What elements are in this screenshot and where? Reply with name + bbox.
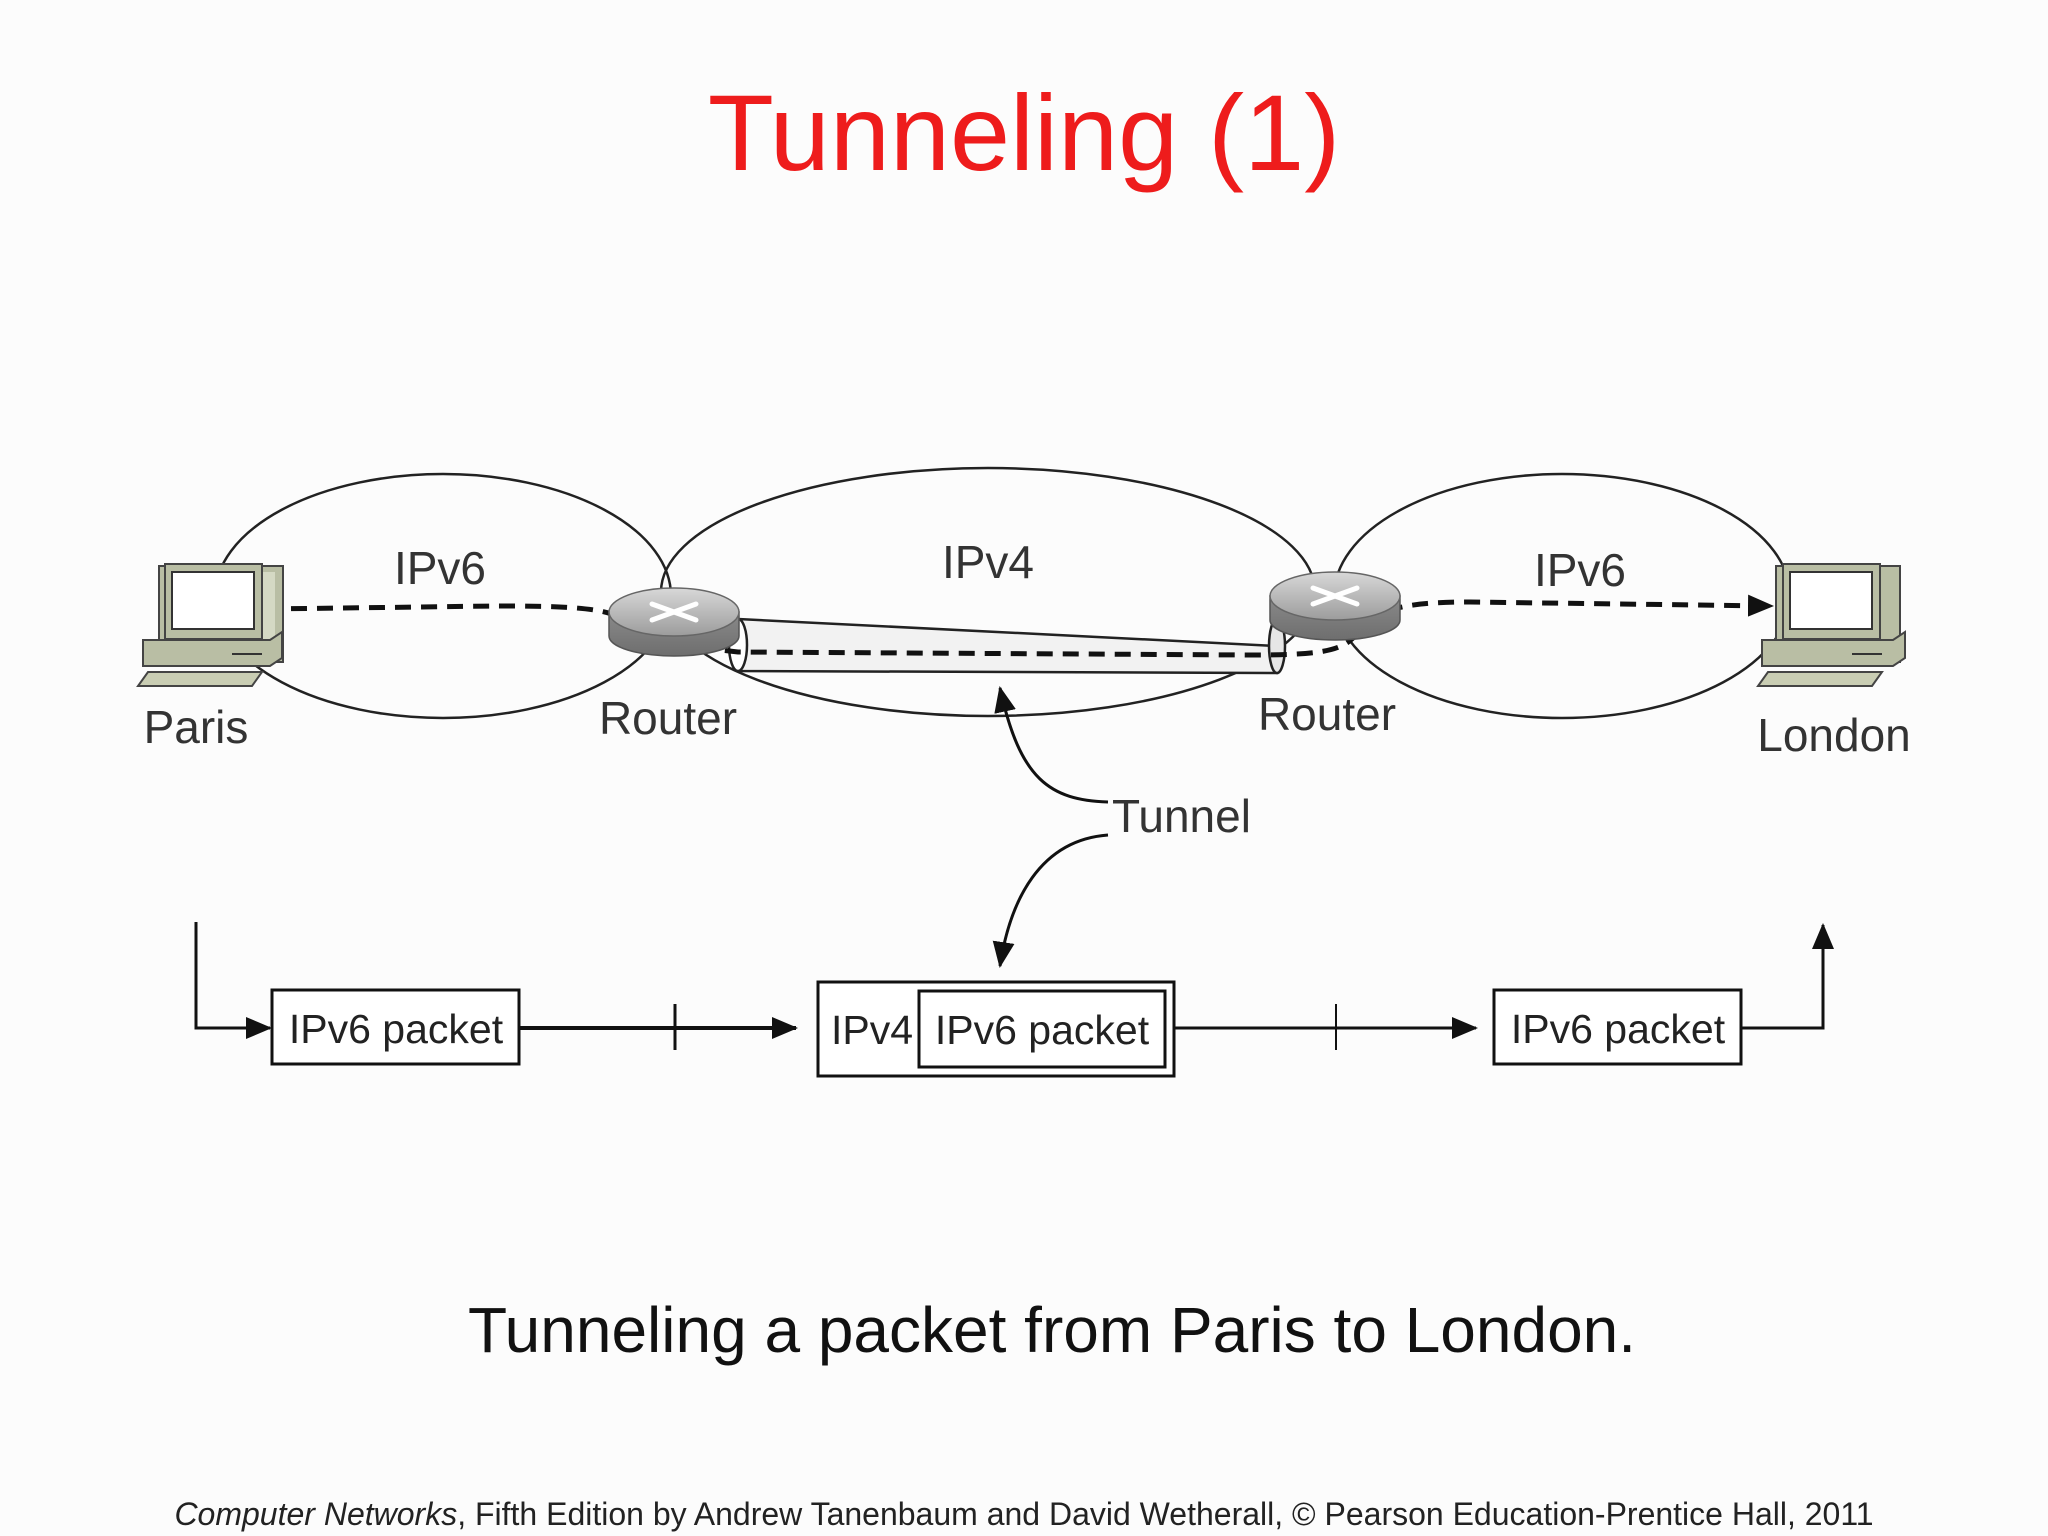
ipv6-network-right	[1332, 472, 1792, 720]
figure-caption: Tunneling a packet from Paris to London.	[467, 1294, 1637, 1366]
router-label-right: Router	[1258, 688, 1396, 740]
packet-box-inner	[917, 989, 1167, 1069]
router-right-icon	[1269, 571, 1401, 641]
packet-label-ipv4-header: IPv4	[831, 1007, 913, 1053]
network-label-middle: IPv4	[942, 536, 1034, 588]
ipv4-network	[659, 466, 1317, 718]
tunnel-pipe	[727, 617, 1287, 675]
packet-path	[264, 594, 1774, 658]
flow-exit-arrow	[1741, 923, 1834, 1030]
citation-text: , Fifth Edition by Andrew Tanenbaum and …	[457, 1496, 1874, 1532]
router-left-icon	[608, 587, 740, 657]
london-computer-icon	[1756, 563, 1906, 687]
flow-entry-arrow	[194, 922, 272, 1039]
router-label-left: Router	[599, 692, 737, 744]
tunnel-callout-arrow-down	[992, 833, 1109, 968]
packet-label-first: IPv6 packet	[289, 1006, 504, 1052]
packet-box-last	[1492, 988, 1743, 1066]
packet-box-first	[270, 988, 521, 1066]
paris-computer-icon	[136, 563, 284, 687]
citation-footer: Computer Networks, Fifth Edition by Andr…	[0, 1494, 2048, 1534]
host-label-london: London	[1757, 709, 1911, 761]
slide-title: Tunneling (1)	[707, 72, 1341, 193]
packet-label-last: IPv6 packet	[1511, 1006, 1726, 1052]
tunnel-callout-arrow-up	[994, 686, 1109, 804]
host-label-paris: Paris	[144, 701, 249, 753]
book-title: Computer Networks	[174, 1496, 458, 1532]
tunnel-label: Tunnel	[1112, 790, 1251, 842]
packet-label-inner: IPv6 packet	[935, 1007, 1150, 1053]
network-label-left: IPv6	[394, 542, 486, 594]
network-label-right: IPv6	[1534, 544, 1626, 596]
